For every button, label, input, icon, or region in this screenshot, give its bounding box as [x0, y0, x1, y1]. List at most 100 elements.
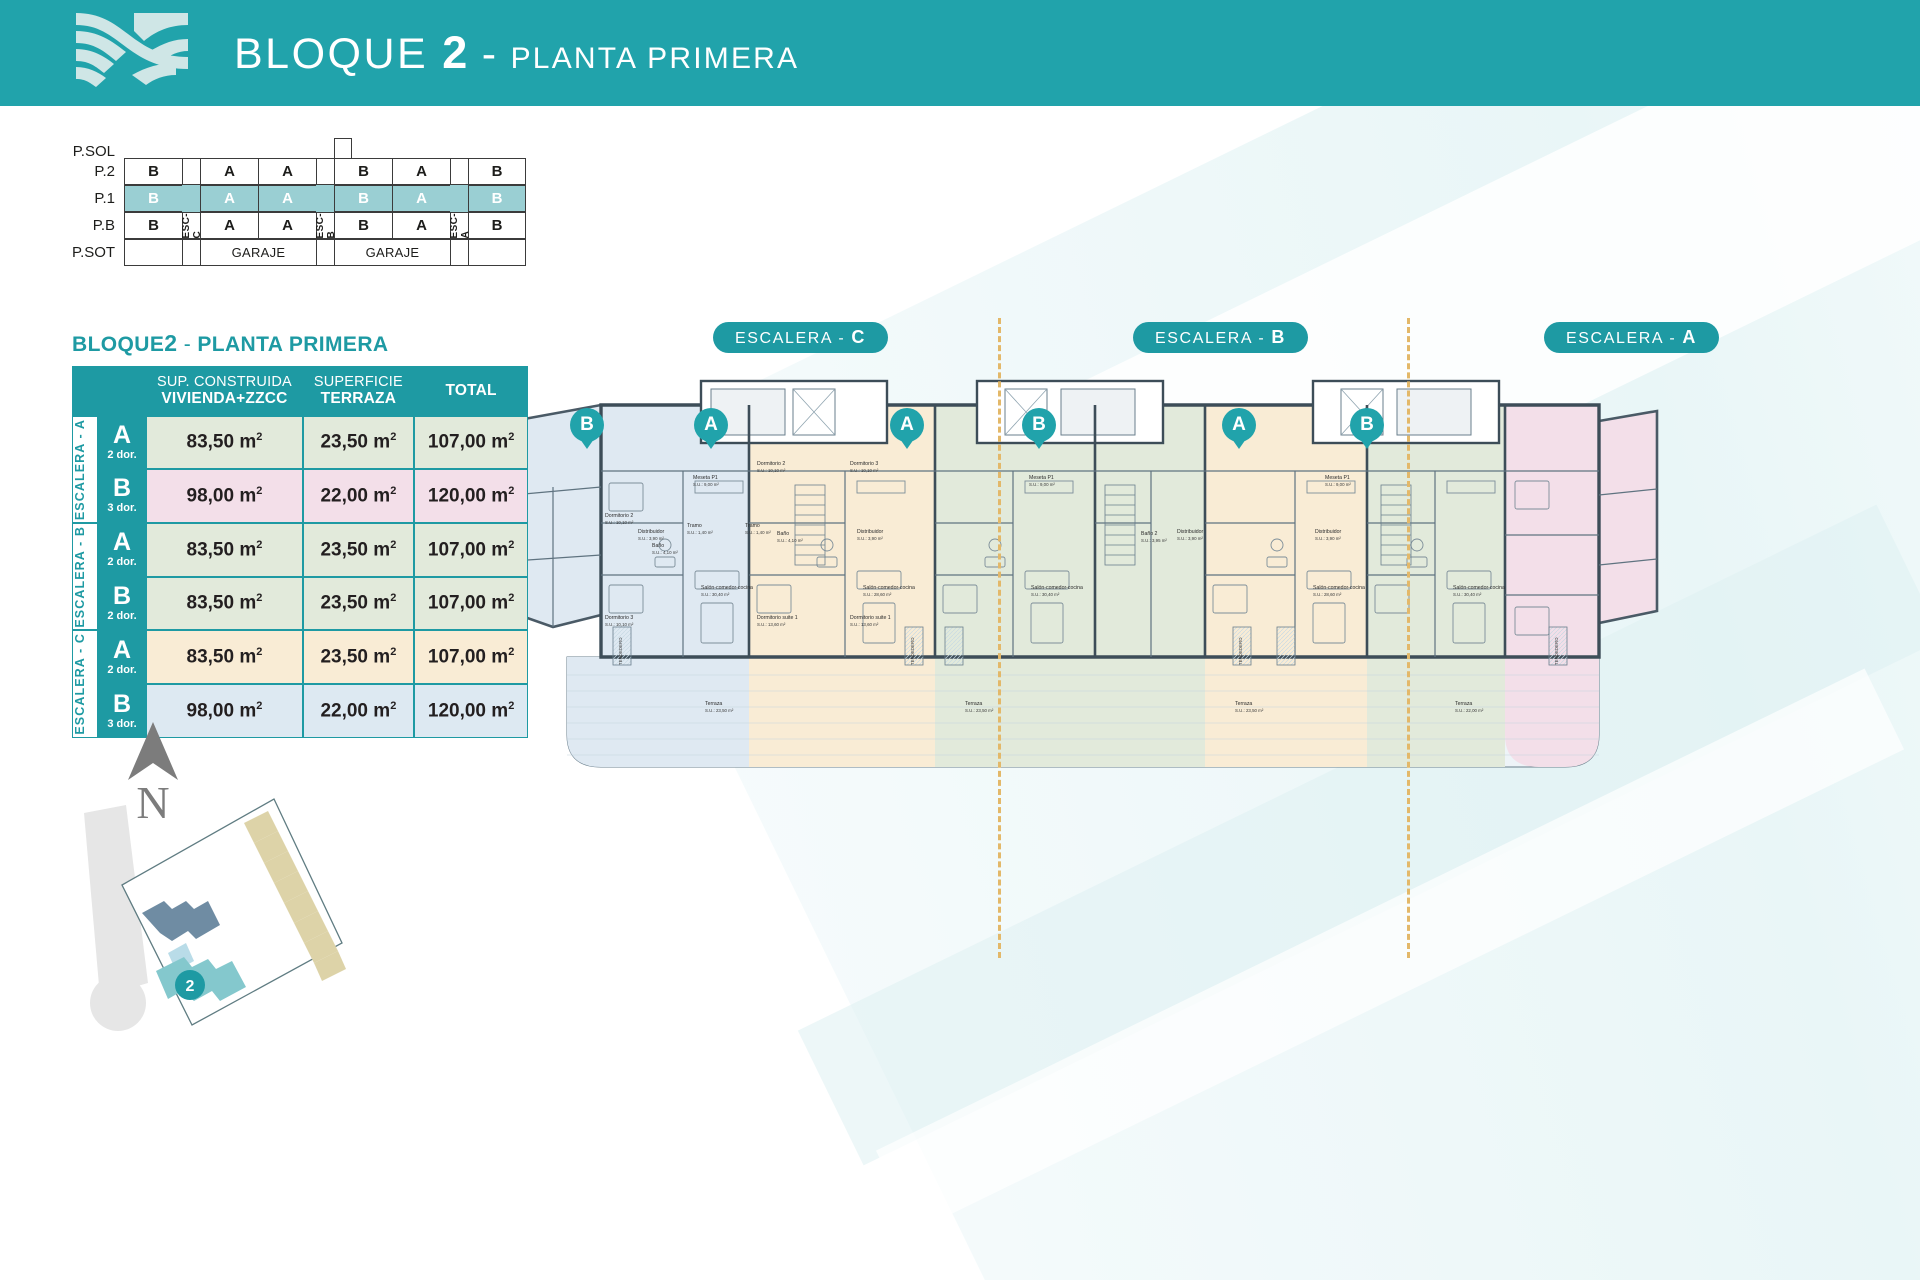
plan-pin-a-b[interactable]: A [890, 408, 924, 442]
unit-bedrooms: 2 dor. [107, 663, 137, 676]
areas-header-total: TOTAL [413, 366, 529, 416]
garage-label-1: GARAJE [200, 239, 316, 266]
schematic-label-psol: P.SOL [72, 143, 115, 160]
schematic-cell-empty [182, 239, 200, 266]
unit-letter: B [112, 581, 132, 610]
label-dorm3-area: S.U.: 10,10 m² [605, 622, 634, 627]
plan-pin-a-c[interactable]: A [694, 408, 728, 442]
unit-badge-b2: B 2 dor. [98, 576, 146, 631]
schematic-cell: A [392, 158, 450, 185]
label-dorm1-b: Dormitorio suite 1 [850, 615, 891, 621]
schematic-cell-empty [316, 239, 334, 266]
esc-a-label: ESC-A [448, 212, 471, 239]
schematic-cell: A [200, 212, 258, 239]
label-dorm1-area: S.U.: 13,60 m² [757, 622, 786, 627]
schematic-cell-esc [182, 185, 200, 212]
value-total: 107,00 m2 [413, 630, 529, 685]
areas-title-word: BLOQUE [72, 333, 165, 356]
exterior-walls [599, 403, 1601, 659]
label-salon-5: Salón-comedor-cocina [1453, 585, 1505, 591]
label-tramo-b: Tramo [745, 523, 760, 529]
schematic-cell: B [468, 212, 526, 239]
value-built: 98,00 m2 [146, 684, 303, 739]
label-tramo-b-area: S.U.: 1,40 m² [745, 530, 771, 535]
floor-plan-drawing: Salón-comedor-cocina S.U.: 30,40 m² Saló… [505, 375, 1665, 800]
label-distribuidor-b-area: S.U.: 3,90 m² [857, 536, 883, 541]
label-bano-area: S.U.: 4,10 m² [652, 550, 678, 555]
escalera-badge-a[interactable]: ESCALERA - A [1544, 322, 1719, 353]
plan-pin-a-a[interactable]: A [1222, 408, 1256, 442]
value-total: 107,00 m2 [413, 522, 529, 577]
label-tendedero: TENDEDERO [618, 637, 623, 665]
schematic-cell: A [258, 158, 316, 185]
unit-badge-a2: B 3 dor. [98, 469, 146, 523]
label-terraza-area: S.U.: 23,50 m² [705, 708, 734, 713]
table-row: ESCALERA - B A 2 dor. 83,50 m2 23,50 m2 … [72, 522, 529, 631]
room-labels: Salón-comedor-cocina S.U.: 30,40 m² Saló… [605, 461, 1559, 713]
areas-title-dash: - [183, 333, 192, 356]
plan-pin-b-b[interactable]: B [1022, 408, 1056, 442]
label-distribuidor-area: S.U.: 3,90 m² [638, 536, 664, 541]
value-terrace: 23,50 m2 [302, 576, 414, 631]
label-tramo-area: S.U.: 1,40 m² [687, 530, 713, 535]
label-salon: Salón-comedor-cocina [701, 585, 753, 591]
site-block-2-marker[interactable] [175, 970, 205, 1000]
site-block-1 [142, 901, 220, 941]
label-meseta-b-area: S.U.: 9,00 m² [1029, 482, 1055, 487]
unit-bedrooms: 2 dor. [107, 556, 137, 569]
schematic-cell-esc [316, 158, 334, 185]
schematic-notch [334, 138, 352, 158]
value-total: 107,00 m2 [413, 415, 529, 470]
value-terrace: 22,00 m2 [302, 684, 414, 739]
label-bano-c: Baño 2 [1141, 531, 1158, 537]
plan-pin-b-c[interactable]: B [570, 408, 604, 442]
label-dorm3-b: Dormitorio 3 [850, 461, 878, 467]
schematic-cell-esc-a: ESC-A [448, 212, 471, 239]
schematic-cell: B [334, 158, 392, 185]
areas-table: SUP. CONSTRUIDA VIVIENDA+ZZCC SUPERFICIE… [72, 366, 529, 739]
plan-pin-b-a[interactable]: B [1350, 408, 1384, 442]
escalera-group-label-b: ESCALERA - B [72, 522, 98, 631]
value-terrace: 22,00 m2 [302, 469, 414, 523]
escalera-badge-c[interactable]: ESCALERA - C [713, 322, 888, 353]
label-terraza-c: Terraza [1235, 701, 1252, 707]
schematic-label-p2: P.2 [94, 163, 115, 180]
header-title-dash: - [481, 30, 499, 78]
stair-cores [699, 379, 1501, 445]
schematic-row-p1: P.1 B A A B A B [72, 185, 526, 212]
wave-logo-icon [76, 13, 188, 87]
label-terraza-b: Terraza [965, 701, 982, 707]
label-terraza-d-area: S.U.: 22,00 m² [1455, 708, 1484, 713]
schematic-cell-empty [450, 239, 468, 266]
escalera-badge-b[interactable]: ESCALERA - B [1133, 322, 1308, 353]
value-built: 83,50 m2 [146, 630, 303, 685]
label-salon-5-area: S.U.: 30,40 m² [1453, 592, 1482, 597]
schematic-cell-empty [124, 239, 182, 266]
unit-bedrooms: 3 dor. [107, 502, 137, 515]
label-bano-c-area: S.U.: 3,95 m² [1141, 538, 1167, 543]
schematic-cell-esc [316, 185, 334, 212]
table-row: ESCALERA - C A 2 dor. 83,50 m2 23,50 m2 … [72, 630, 529, 739]
schematic-cell: B [334, 185, 392, 212]
escalera-a-letter: A [1682, 327, 1697, 347]
label-bano-b-area: S.U.: 4,10 m² [777, 538, 803, 543]
unit-bedrooms: 3 dor. [107, 717, 137, 730]
schematic-cell-esc [450, 185, 468, 212]
unit-badge-c1: A 2 dor. [98, 630, 146, 685]
site-block-2-number: 2 [186, 978, 195, 995]
table-row: B 3 dor. 98,00 m2 22,00 m2 120,00 m2 [72, 469, 529, 523]
table-row: B 2 dor. 83,50 m2 23,50 m2 107,00 m2 [72, 576, 529, 631]
schematic-cell: A [258, 212, 316, 239]
label-distribuidor-c-area: S.U.: 3,90 m² [1177, 536, 1203, 541]
page-header: BLOQUE 2 - PLANTA PRIMERA [0, 0, 1920, 106]
schematic-cell-esc [450, 158, 468, 185]
areas-title-subtitle: PLANTA PRIMERA [197, 333, 389, 356]
areas-header-total-line2: TOTAL [445, 382, 497, 400]
value-total: 120,00 m2 [413, 684, 529, 739]
esc-b-label: ESC-B [314, 212, 337, 239]
schematic-label-psot: P.SOT [72, 244, 116, 261]
terrace-band [566, 656, 1600, 768]
value-built: 83,50 m2 [146, 576, 303, 631]
areas-table-title: BLOQUE2 - PLANTA PRIMERA [72, 330, 528, 357]
label-meseta-c: Meseta P1 [1325, 475, 1350, 481]
